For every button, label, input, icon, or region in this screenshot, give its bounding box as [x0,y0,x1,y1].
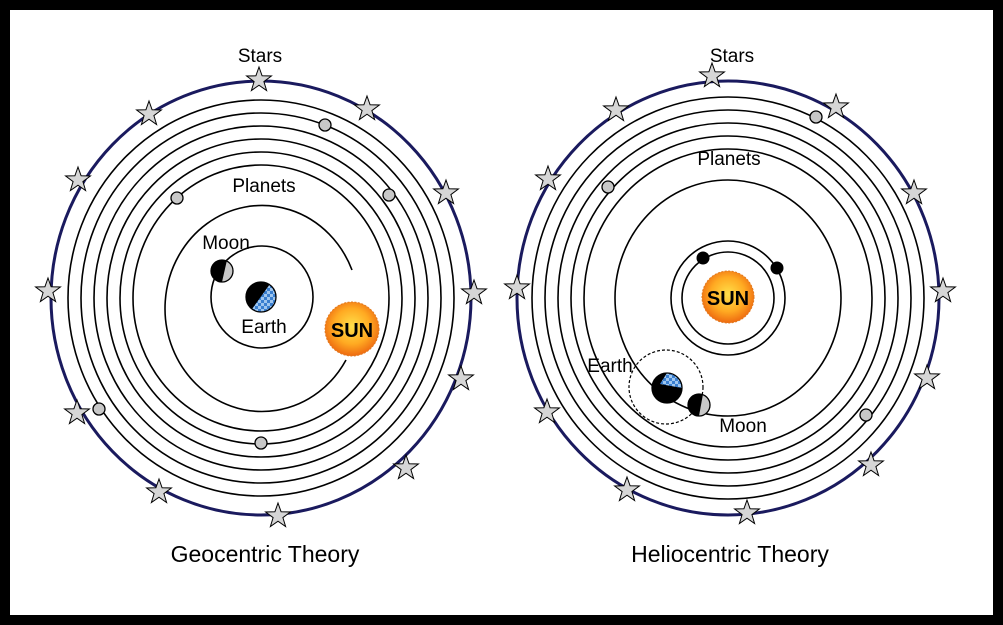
moon-label: Moon [202,233,250,254]
star-icon [353,94,381,121]
star-icon [733,498,761,525]
sun-label: SUN [707,288,749,310]
star-icon [857,450,885,477]
star-icon [602,95,630,122]
stars-label: Stars [238,46,282,67]
star-icon [64,165,92,192]
moon-orbit [628,349,704,425]
star-icon [392,453,420,480]
orbit [132,164,390,432]
planets-label: Planets [697,149,760,170]
star-icon [929,276,957,303]
earth-label: Earth [587,356,632,377]
star-icon [447,364,475,391]
earth-label: Earth [241,317,286,338]
orbit [93,125,429,471]
orbit [531,96,925,500]
planets-label: Planets [232,176,295,197]
earth-icon [651,372,683,404]
planet [318,118,332,132]
star-icon [913,363,941,390]
orbit [67,99,455,497]
planet [382,188,396,202]
earth-icon [245,281,277,313]
planet [254,436,268,450]
planet [601,180,615,194]
orbit [544,109,912,487]
star-icon [698,61,726,88]
star-icon [533,397,561,424]
earth-orbit [614,179,842,417]
planet [859,408,873,422]
heliocentric-title: Heliocentric Theory [631,541,829,567]
orbit [557,122,899,474]
star-icon [432,178,460,205]
star-icon [460,278,488,305]
stars-label: Stars [710,46,754,67]
sun-icon [324,301,380,357]
geocentric-title: Geocentric Theory [171,541,360,567]
star-icon [900,178,928,205]
sun-icon [701,270,755,324]
sun-label: SUN [331,320,373,342]
moon-icon [210,259,234,283]
geocentric-diagram: Stars Planets Moon Earth SUN Geocentric … [34,46,488,567]
inner-planet [696,251,710,265]
orbit [570,135,886,461]
inner-planet [770,261,784,275]
moon-icon [687,393,711,417]
star-icon [245,65,273,92]
inner-orbit [670,240,786,356]
inner-orbit [681,251,775,345]
star-icon [34,276,62,303]
star-icon [264,501,292,528]
orbit [80,112,442,484]
planet [92,402,106,416]
star-icon [534,164,562,191]
star-icon [822,92,850,119]
star-icon [135,99,163,126]
moon-label: Moon [719,416,767,437]
sun-orbit [164,204,353,413]
orbit [583,148,873,448]
star-icon [503,273,531,300]
star-icon [613,475,641,502]
planet [170,191,184,205]
moon-orbit [210,245,314,349]
star-icon [63,398,91,425]
orbit [106,138,416,458]
star-icon [145,477,173,504]
heliocentric-diagram: Stars Planets SUN Earth Moon Heliocentri… [503,46,957,567]
planet [809,110,823,124]
